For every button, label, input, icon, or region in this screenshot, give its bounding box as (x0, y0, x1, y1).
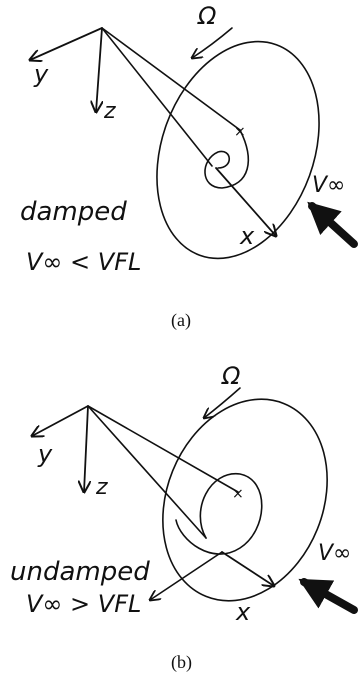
velocity-relation: V∞ > VFL (26, 590, 141, 618)
axis-x-label: x (235, 598, 251, 626)
axis-z-label: z (95, 475, 108, 500)
body-axes: y z (32, 405, 108, 500)
freestream-label: V∞ (318, 541, 351, 566)
axis-y-label: y (37, 440, 53, 468)
axis-y-label: y (33, 60, 49, 88)
omega-label: Ω (221, 362, 241, 390)
caption-b: (b) (171, 652, 192, 673)
panel-b: Ω y z × x V∞ undamped V∞ > VFL (b) (10, 362, 358, 673)
freestream-arrow (307, 201, 358, 248)
tracking-line-outer (87, 405, 239, 493)
tracking-line-inner (101, 27, 213, 167)
axis-x-label: x (239, 222, 255, 250)
whirl-orbit-outer (162, 398, 328, 602)
undamped-spiral (175, 473, 263, 555)
rotation-arrow (204, 387, 241, 418)
body-axes: y z (30, 27, 116, 124)
freestream-label: V∞ (312, 173, 345, 198)
omega-label: Ω (197, 2, 217, 30)
tracking-line-inner (87, 405, 207, 539)
damped-spiral (204, 129, 250, 189)
rotation-arrow (192, 27, 233, 58)
freestream-arrow (298, 578, 358, 614)
state-label: undamped (10, 557, 150, 587)
state-label: damped (20, 197, 127, 227)
axis-z-label: z (103, 99, 116, 124)
tracking-line-outer (101, 27, 241, 131)
caption-a: (a) (171, 310, 191, 331)
axis-x-arrow (215, 167, 276, 236)
whirl-orbit-outer (156, 40, 320, 260)
tracking-mark: × (232, 486, 244, 502)
tracking-mark: × (234, 124, 246, 140)
velocity-relation: V∞ < VFL (26, 248, 141, 276)
axis-x-arrow (221, 551, 274, 586)
axis-x-trail (150, 551, 223, 600)
panel-a: Ω y z × x V∞ damped V∞ < VFL (a) (20, 2, 358, 331)
